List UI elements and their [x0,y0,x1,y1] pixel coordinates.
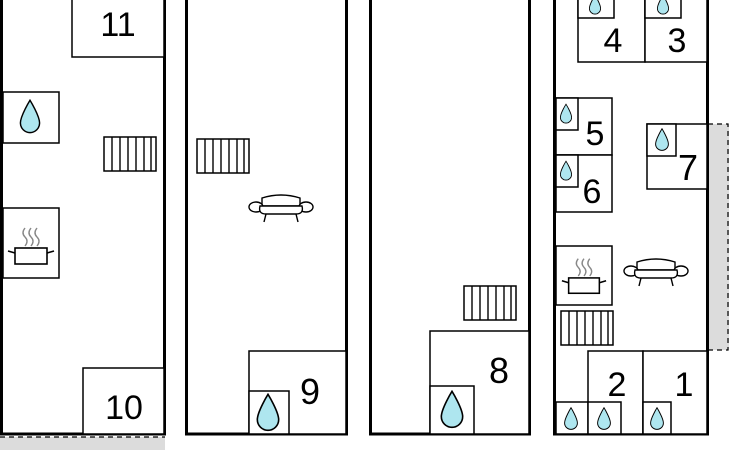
column-3: 8 [369,0,531,436]
water-drop-icon [656,0,670,15]
balcony-strip [708,124,729,350]
kitchen-box [2,207,60,279]
bathroom-box [2,91,60,144]
room-label-10: 10 [105,389,143,427]
room-label-9: 9 [300,371,320,412]
room-10 [82,367,165,435]
balcony-strip [0,437,165,450]
room-label-4: 4 [604,22,623,60]
room-label-6: 6 [583,173,602,211]
radiator-icon [560,310,614,346]
radiator-icon [103,136,157,172]
column-2: 9 [185,0,348,436]
sofa-icon [623,258,689,287]
radiator-icon [196,138,250,174]
room-label-3: 3 [668,22,687,60]
room-label-5: 5 [586,115,605,153]
room-label-11: 11 [100,6,135,44]
room-label-1: 1 [675,366,694,404]
column-1: 11 10 [0,0,166,450]
room-label-2: 2 [608,366,627,404]
room-11 [71,0,165,58]
radiator-icon [463,285,517,321]
room-label-8: 8 [489,350,509,391]
water-drop-icon [588,0,602,15]
room-label-7: 7 [678,147,698,188]
sofa-icon [248,194,314,223]
column-4: 4 3 5 6 7 2 1 [553,0,729,436]
